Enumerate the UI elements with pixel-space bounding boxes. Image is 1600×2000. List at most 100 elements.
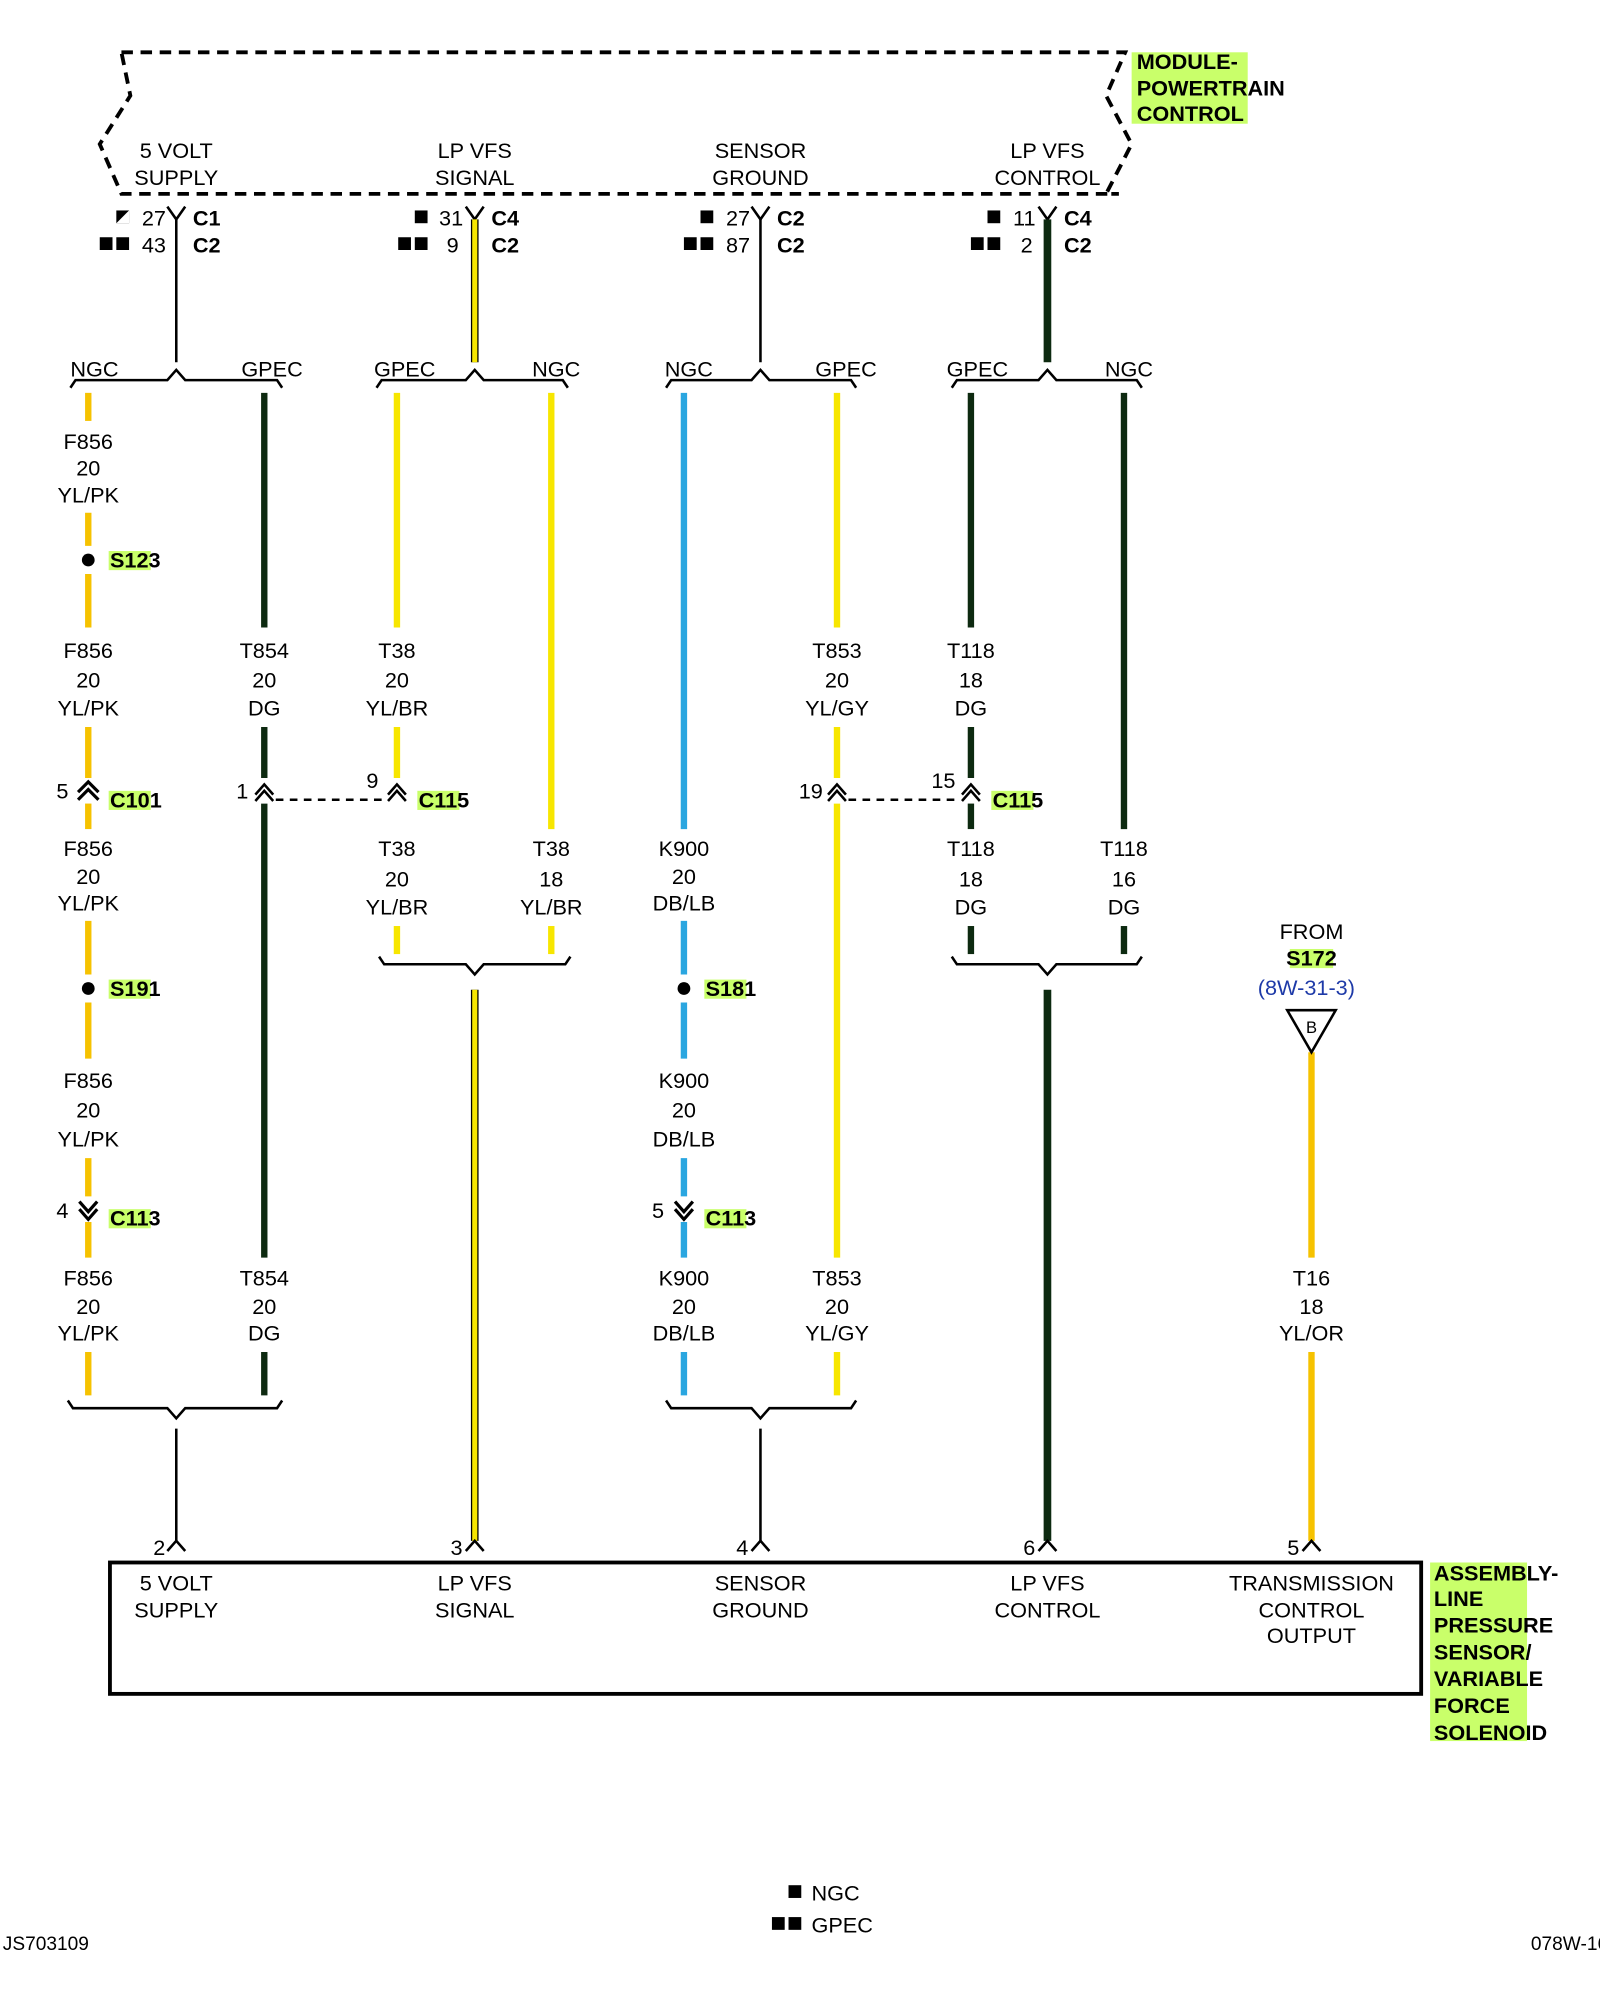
svg-text:PRESSURE: PRESSURE xyxy=(1434,1613,1553,1638)
svg-text:CONTROL: CONTROL xyxy=(994,165,1100,190)
svg-text:GPEC: GPEC xyxy=(811,1912,872,1937)
svg-text:C4: C4 xyxy=(491,206,519,231)
sensor-box xyxy=(108,1560,1424,1696)
svg-text:GPEC: GPEC xyxy=(815,356,876,381)
svg-text:19: 19 xyxy=(799,778,823,803)
svg-text:18: 18 xyxy=(959,668,983,693)
legend: NGC GPEC xyxy=(771,1881,873,1937)
svg-text:SENSOR/: SENSOR/ xyxy=(1434,1639,1532,1664)
svg-text:20: 20 xyxy=(825,1294,849,1319)
svg-text:YL/PK: YL/PK xyxy=(58,1127,120,1152)
svg-text:LP VFS: LP VFS xyxy=(438,1571,512,1596)
svg-text:9: 9 xyxy=(447,233,459,258)
svg-text:SIGNAL: SIGNAL xyxy=(435,165,514,190)
svg-text:DB/LB: DB/LB xyxy=(653,1321,716,1346)
svg-text:20: 20 xyxy=(825,668,849,693)
splices: S123 S191 S181 xyxy=(81,548,756,1001)
svg-text:S191: S191 xyxy=(110,976,161,1001)
svg-text:43: 43 xyxy=(142,233,166,258)
svg-text:LINE: LINE xyxy=(1434,1586,1483,1611)
svg-text:5: 5 xyxy=(1287,1535,1299,1560)
svg-text:18: 18 xyxy=(539,866,563,891)
svg-text:F856: F856 xyxy=(64,1266,113,1291)
footer-left: JS703109 xyxy=(3,1934,89,1955)
svg-text:T853: T853 xyxy=(812,638,861,663)
svg-text:20: 20 xyxy=(385,866,409,891)
svg-text:SOLENOID: SOLENOID xyxy=(1434,1720,1547,1745)
svg-text:YL/PK: YL/PK xyxy=(58,696,120,721)
sensor-pin-labels: 5 VOLT SUPPLY LP VFS SIGNAL SENSOR GROUN… xyxy=(134,1571,1394,1648)
svg-text:C113: C113 xyxy=(706,1206,757,1231)
svg-text:DB/LB: DB/LB xyxy=(653,1127,716,1152)
svg-text:F856: F856 xyxy=(64,638,113,663)
svg-text:(8W-31-3): (8W-31-3) xyxy=(1258,975,1355,1000)
svg-text:K900: K900 xyxy=(659,1266,710,1291)
branch-labels: NGC GPEC GPEC NGC NGC GPEC GPEC NGC xyxy=(70,356,1153,381)
wires xyxy=(85,219,1315,1541)
svg-text:SUPPLY: SUPPLY xyxy=(134,1597,218,1622)
svg-text:B: B xyxy=(1306,1018,1317,1037)
svg-text:87: 87 xyxy=(726,233,750,258)
svg-text:2: 2 xyxy=(153,1535,165,1560)
svg-text:20: 20 xyxy=(76,1294,100,1319)
svg-text:FROM: FROM xyxy=(1280,919,1344,944)
svg-text:YL/BR: YL/BR xyxy=(520,895,583,920)
assembly-title: ASSEMBLY- LINE PRESSURE SENSOR/ VARIABLE… xyxy=(1430,1560,1558,1745)
svg-text:4: 4 xyxy=(736,1535,748,1560)
svg-text:YL/BR: YL/BR xyxy=(366,895,429,920)
svg-text:YL/BR: YL/BR xyxy=(366,696,429,721)
pcm-outline xyxy=(97,50,1134,196)
from-s172: FROM S172 (8W-31-3) B xyxy=(1258,919,1355,1055)
svg-text:20: 20 xyxy=(76,1097,100,1122)
pcm-pin-labels: 5 VOLT SUPPLY LP VFS SIGNAL SENSOR GROUN… xyxy=(134,138,1100,190)
svg-text:5: 5 xyxy=(56,778,68,803)
svg-text:T118: T118 xyxy=(947,836,995,861)
wire-labels: F856 20 YL/PK F856 20 YL/PK F856 20 YL/P… xyxy=(58,429,1344,1346)
pcm-title: MODULE- POWERTRAIN CONTROL xyxy=(1131,49,1285,126)
svg-text:NGC: NGC xyxy=(70,356,118,381)
svg-text:T854: T854 xyxy=(240,638,289,663)
svg-text:SENSOR: SENSOR xyxy=(715,138,807,163)
svg-text:YL/PK: YL/PK xyxy=(58,1321,120,1346)
pcm-cavities: 27 43 C1 C2 31 9 C4 C2 27 87 C2 C2 11 2 … xyxy=(99,206,1092,258)
svg-text:POWERTRAIN: POWERTRAIN xyxy=(1137,76,1285,101)
svg-text:K900: K900 xyxy=(659,836,710,861)
svg-text:CONTROL: CONTROL xyxy=(1258,1597,1364,1622)
svg-text:T38: T38 xyxy=(533,836,570,861)
svg-text:C113: C113 xyxy=(110,1206,161,1231)
svg-text:YL/PK: YL/PK xyxy=(58,483,120,508)
svg-text:NGC: NGC xyxy=(532,356,580,381)
svg-text:S123: S123 xyxy=(110,548,161,573)
svg-text:3: 3 xyxy=(451,1535,463,1560)
svg-text:GPEC: GPEC xyxy=(947,356,1008,381)
svg-text:YL/GY: YL/GY xyxy=(805,1321,869,1346)
svg-text:FORCE: FORCE xyxy=(1434,1693,1510,1718)
svg-text:20: 20 xyxy=(76,456,100,481)
svg-text:NGC: NGC xyxy=(811,1881,859,1906)
svg-text:C1: C1 xyxy=(193,206,221,231)
svg-text:5: 5 xyxy=(652,1198,664,1223)
svg-text:C2: C2 xyxy=(193,233,221,258)
svg-text:4: 4 xyxy=(56,1198,68,1223)
svg-text:27: 27 xyxy=(142,206,166,231)
sensor-pin-marks xyxy=(166,1538,1322,1552)
svg-text:1: 1 xyxy=(236,778,248,803)
svg-text:OUTPUT: OUTPUT xyxy=(1267,1623,1356,1648)
svg-text:20: 20 xyxy=(672,1294,696,1319)
svg-text:GPEC: GPEC xyxy=(241,356,302,381)
svg-text:18: 18 xyxy=(959,866,983,891)
svg-text:T38: T38 xyxy=(378,638,415,663)
svg-text:TRANSMISSION: TRANSMISSION xyxy=(1229,1571,1394,1596)
svg-text:20: 20 xyxy=(252,668,276,693)
svg-text:K900: K900 xyxy=(659,1068,710,1093)
svg-text:31: 31 xyxy=(439,206,463,231)
svg-text:F856: F856 xyxy=(64,429,113,454)
svg-text:C2: C2 xyxy=(777,206,805,231)
svg-text:LP VFS: LP VFS xyxy=(1010,138,1084,163)
svg-text:C101: C101 xyxy=(110,787,162,812)
svg-text:DG: DG xyxy=(1108,895,1141,920)
svg-text:GROUND: GROUND xyxy=(712,1597,808,1622)
svg-text:20: 20 xyxy=(76,864,100,889)
sensor-pins: 2 3 4 6 5 xyxy=(153,1535,1299,1560)
